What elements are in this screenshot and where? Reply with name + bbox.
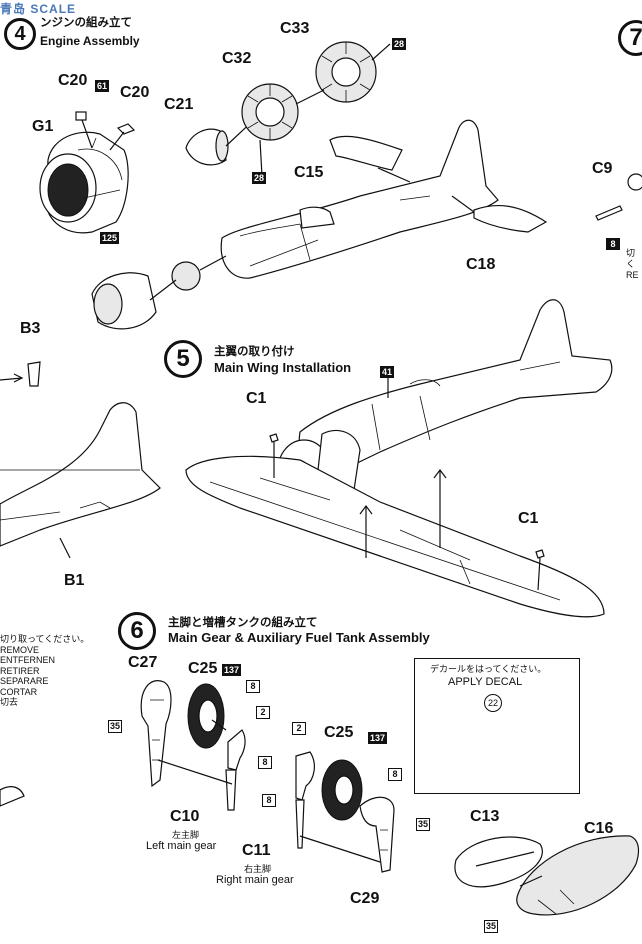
part-label-c15: C15	[294, 164, 324, 181]
step6-title-en: Main Gear & Auxiliary Fuel Tank Assembly	[168, 630, 430, 645]
part-label-c21: C21	[164, 96, 194, 113]
cut-off-instruction: 切り取ってください。 REMOVE ENTFERNEN RETIRER SEPA…	[0, 634, 90, 707]
step4-title-en: Engine Assembly	[40, 34, 140, 48]
part-label-c16: C16	[584, 820, 614, 837]
part-label-c32: C32	[222, 50, 252, 67]
part-label-c25: C25	[188, 660, 218, 677]
callout-28: 28	[252, 172, 267, 184]
callout-28: 28	[392, 38, 407, 50]
callout-41: 41	[380, 366, 395, 378]
part-label-c13: C13	[470, 808, 500, 825]
part-label-b3: B3	[20, 320, 41, 337]
callout-8: 8	[262, 794, 276, 807]
c20-parts-drawing	[75, 111, 136, 151]
part-label-c1: C1	[246, 390, 267, 407]
callout-8: 8	[258, 756, 272, 769]
decal-instruction-box	[414, 658, 580, 794]
left-gear-label-jp: 左主脚	[172, 830, 200, 840]
callout-8: 8	[246, 680, 260, 693]
callout-8: 8	[388, 768, 402, 781]
b3-part-drawing	[0, 361, 41, 387]
right-gear-drawing	[295, 751, 395, 873]
part-label-c18: C18	[466, 256, 496, 273]
part-label-c20: C20	[58, 72, 88, 89]
spinner-c21-drawing	[185, 115, 259, 166]
decal-label-en: APPLY DECAL	[448, 676, 523, 688]
step6-title-jp: 主脚と増槽タンクの組み立て	[168, 617, 318, 629]
callout-8: 8	[606, 238, 620, 250]
engine-c33-drawing	[295, 41, 391, 105]
callout-35: 35	[416, 818, 431, 831]
step6-number-badge: 6	[118, 612, 156, 650]
left-gear-drawing	[140, 680, 246, 811]
part-label-c10: C10	[170, 808, 200, 825]
part-label-c1: C1	[518, 510, 539, 527]
callout-2: 2	[292, 722, 306, 735]
decal-label-jp: デカールをはってください。	[430, 664, 547, 674]
cowling-g1-drawing	[39, 131, 129, 234]
part-label-c29: C29	[350, 890, 380, 907]
wing-installation-drawing	[185, 299, 613, 618]
callout-22: 22	[484, 694, 502, 712]
c9-part-drawing	[595, 173, 642, 221]
part-label-c9: C9	[592, 160, 613, 177]
part-label-c25: C25	[324, 724, 354, 741]
fuel-tank-drawing	[454, 835, 640, 916]
part-label-c20: C20	[120, 84, 150, 101]
callout-61: 61	[95, 80, 110, 92]
fuselage-b1-drawing	[0, 402, 161, 807]
right-edge-text: 切 く RE	[626, 248, 639, 280]
callout-35: 35	[484, 920, 499, 933]
step4-title-jp: ンジンの組み立て	[40, 17, 132, 29]
right-gear-label-en: Right main gear	[216, 874, 294, 886]
callout-2: 2	[256, 706, 270, 719]
callout-137: 137	[368, 732, 388, 744]
step5-title-en: Main Wing Installation	[214, 360, 352, 375]
engine-c32-drawing	[241, 83, 299, 177]
fuselage-step4-drawing	[91, 119, 548, 330]
step7-number-badge: 7	[618, 20, 642, 56]
part-label-c11: C11	[242, 842, 271, 859]
part-label-c27: C27	[128, 654, 158, 671]
step4-number-badge: 4	[4, 18, 36, 50]
callout-137: 137	[222, 664, 242, 676]
callout-125: 125	[100, 232, 120, 244]
right-gear-label-jp: 右主脚	[244, 864, 272, 874]
step5-number-badge: 5	[164, 340, 202, 378]
left-gear-label-en: Left main gear	[146, 840, 217, 852]
step5-title-jp: 主翼の取り付け	[214, 346, 295, 358]
part-label-b1: B1	[64, 572, 85, 589]
watermark: 青岛 SCALE	[0, 2, 77, 16]
callout-35: 35	[108, 720, 123, 733]
part-label-c33: C33	[280, 20, 310, 37]
part-label-g1: G1	[32, 118, 54, 135]
